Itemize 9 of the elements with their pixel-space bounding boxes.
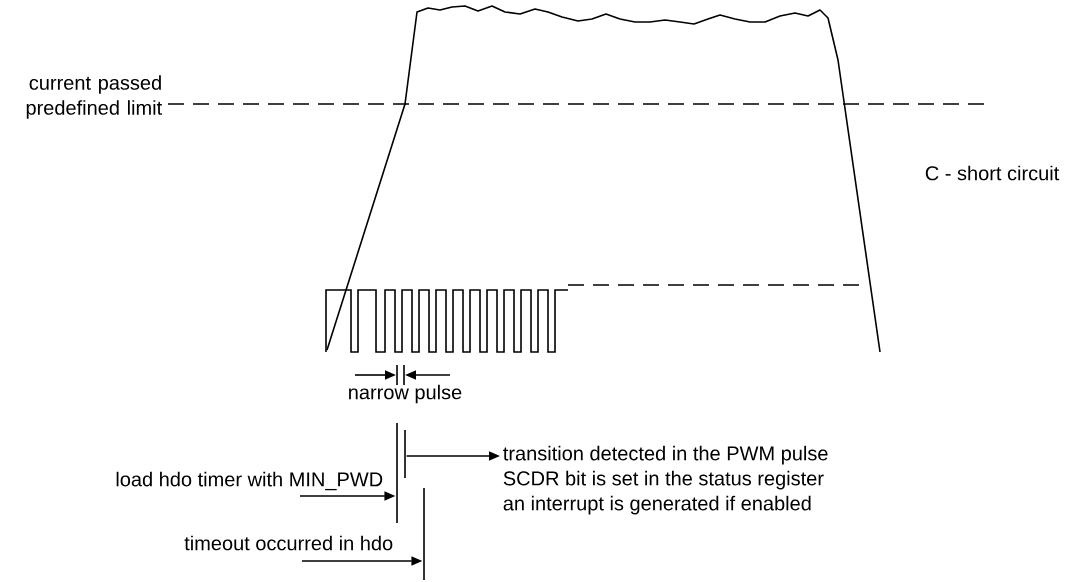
annotation-text: current passed predefined limit bbox=[26, 75, 162, 119]
note-text: transition detected in the PWM pulse SCDR bit is set in the status register an interrupt is generated if enabled bbox=[503, 445, 828, 515]
annotation-text: narrow pulse bbox=[349, 384, 462, 404]
note-text: timeout occurred in hdo bbox=[184, 535, 393, 551]
marker-line bbox=[404, 430, 406, 478]
annotation-text: C - short circuit bbox=[925, 165, 1060, 181]
marker-line bbox=[396, 423, 398, 523]
marker-line bbox=[423, 488, 425, 580]
note-text: load hdo timer with MIN_PWD bbox=[116, 471, 383, 491]
